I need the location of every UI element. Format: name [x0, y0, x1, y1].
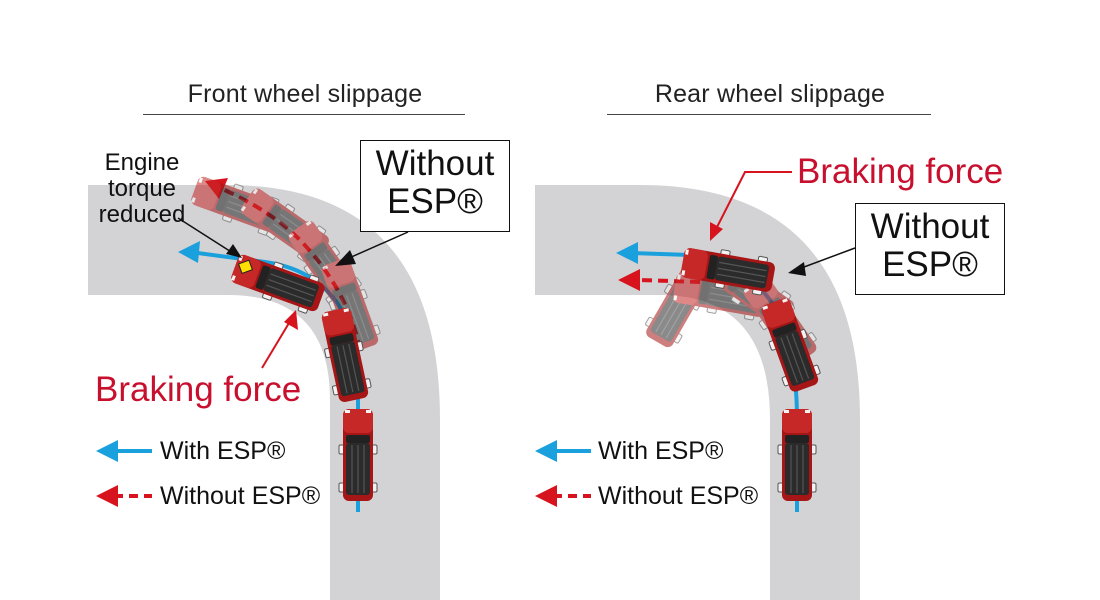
callout-arrowhead-without-right [788, 262, 806, 276]
callout-arrowhead-braking-left [284, 310, 298, 330]
legend-without-esp-rear: Without ESP® [598, 482, 759, 510]
callout-line-braking-left [261, 317, 293, 369]
without-esp-box-line: Without [870, 207, 990, 246]
callout-arrowhead-braking-right [710, 222, 723, 241]
without-esp-arrowhead-right [618, 269, 640, 291]
braking-force-label-front: Braking force [95, 370, 302, 409]
dashed-arrow-icon [96, 485, 118, 507]
engine-torque-note: Engine torque reduced [92, 150, 192, 228]
without-esp-box-rear: Without ESP® [855, 203, 1005, 295]
callout-line-braking-right [713, 171, 792, 234]
callout-line-without-right [795, 247, 856, 271]
dashed-arrow-icon [535, 485, 557, 507]
title-rule-rear [607, 114, 931, 115]
engine-note-line: Engine [104, 149, 180, 176]
with-esp-arrowhead-right [616, 242, 638, 264]
panel-title-rear: Rear wheel slippage [654, 80, 886, 108]
legend-without-esp-front: Without ESP® [160, 482, 321, 510]
engine-indicator [237, 259, 253, 275]
callout-line-engine [177, 217, 237, 256]
car-top-view-icon [777, 408, 817, 502]
without-esp-box-line: Without [375, 144, 495, 183]
callout-arrowhead-without-left [335, 250, 356, 266]
without-esp-box-front: Without ESP® [360, 140, 510, 232]
with-esp-arrowhead-left [178, 241, 200, 263]
engine-note-line: torque [107, 175, 177, 202]
braking-force-label-rear: Braking force [797, 152, 1004, 191]
legend-with-esp-rear: With ESP® [598, 437, 724, 465]
legend-with-esp-front: With ESP® [160, 437, 286, 465]
car-top-view-icon [338, 408, 378, 502]
road-right [535, 185, 860, 600]
solid-arrow-icon [535, 440, 557, 462]
engine-note-line: reduced [98, 201, 186, 228]
without-esp-path-right [639, 278, 701, 284]
without-esp-box-line: ESP® [387, 182, 483, 221]
solid-arrow-icon [96, 440, 118, 462]
callout-arrowhead-engine [226, 244, 242, 258]
without-esp-box-line: ESP® [882, 245, 978, 284]
panel-title-front: Front wheel slippage [187, 80, 423, 108]
title-rule-front [143, 114, 465, 115]
